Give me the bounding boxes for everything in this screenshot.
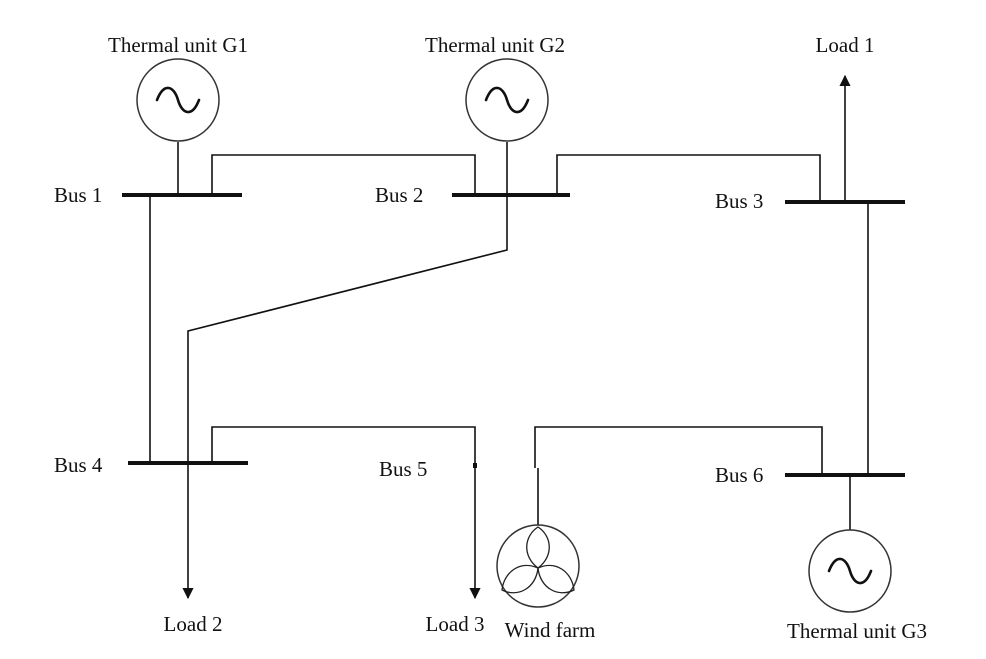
bus-4-label: Bus 4 — [54, 453, 103, 477]
generator-g3 — [808, 475, 892, 613]
bus-5-label: Bus 5 — [379, 457, 427, 481]
sine-wave-icon — [155, 86, 201, 114]
load-1-label: Load 1 — [816, 33, 875, 57]
wind-farm-circle — [496, 524, 580, 608]
wind-turbine-icon — [501, 526, 575, 594]
load-2-label: Load 2 — [164, 612, 223, 636]
wind-farm-label: Wind farm — [505, 618, 596, 642]
generator-g1-label: Thermal unit G1 — [108, 33, 248, 57]
line-bus2-bus3 — [556, 154, 821, 202]
generator-g2-label: Thermal unit G2 — [425, 33, 565, 57]
generator-g3-label: Thermal unit G3 — [787, 619, 927, 643]
line-wind-bus6 — [534, 426, 823, 475]
line-bus1-bus2 — [211, 154, 476, 195]
bus-2-label: Bus 2 — [375, 183, 423, 207]
generator-g2 — [465, 58, 549, 195]
sine-wave-icon — [827, 557, 873, 585]
line-bus4-bus5 — [211, 426, 476, 463]
line-bus2-bus4 — [187, 195, 508, 463]
load-3-label: Load 3 — [426, 612, 485, 636]
sine-wave-icon — [484, 86, 530, 114]
generator-g1 — [136, 58, 220, 195]
bus-1-label: Bus 1 — [54, 183, 102, 207]
bus-6-label: Bus 6 — [715, 463, 763, 487]
wind-farm — [496, 468, 580, 608]
bus-3-label: Bus 3 — [715, 189, 763, 213]
